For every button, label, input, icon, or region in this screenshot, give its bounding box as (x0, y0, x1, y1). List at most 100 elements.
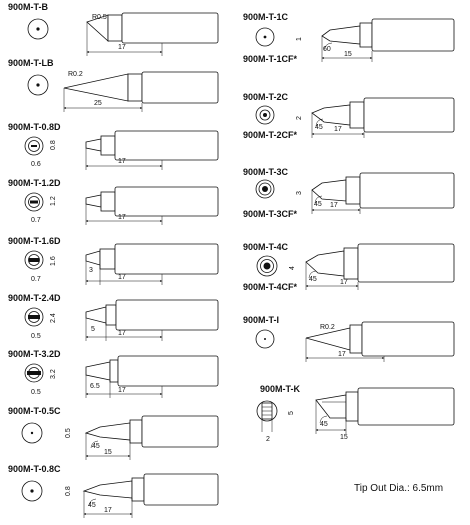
tip-900m-t-1c: 900M-T-1C 900M-T-1CF* 1 60 15 (243, 12, 455, 64)
tip-model-label: 900M-T-2.4D (8, 293, 61, 303)
tip-front-view (21, 422, 43, 444)
tip-front-view (256, 400, 278, 422)
dim-thickness: 0.8 (50, 140, 57, 150)
tip-front-view (255, 329, 275, 349)
dim-angle: 45 (92, 443, 100, 450)
dim-bevel-diameter: 1 (296, 37, 303, 41)
tip-900m-t-b: 900M-T-B R0.5 17 (8, 2, 219, 56)
tip-model-label: 900M-T-2C (243, 92, 289, 102)
tip-side-view (86, 12, 219, 44)
dim-length: 17 (118, 158, 126, 165)
dim-thickness: 1.2 (50, 196, 57, 206)
tip-front-view (255, 27, 275, 47)
tip-front-view (21, 480, 43, 502)
dim-length: 17 (338, 351, 346, 358)
tip-model-label: 900M-T-LB (8, 58, 54, 68)
dim-length: 17 (104, 507, 112, 514)
dim-flat-length: 5 (91, 326, 95, 333)
tip-model-label-cf: 900M-T-2CF* (243, 130, 298, 140)
dim-length: 17 (118, 330, 126, 337)
tip-model-label-cf: 900M-T-3CF* (243, 209, 298, 219)
dim-angle: 45 (88, 502, 96, 509)
tip-model-label: 900M-T-3.2D (8, 349, 61, 359)
tip-side-view (85, 130, 219, 161)
tip-model-label: 900M-T-1C (243, 12, 289, 22)
dim-bevel-diameter: 2 (296, 116, 303, 120)
tip-side-view (85, 186, 219, 217)
tip-900m-t-lb: 900M-T-LB R0.2 25 (8, 58, 219, 112)
dim-thickness: 3.2 (50, 369, 57, 379)
dim-flat-length: 3 (89, 267, 93, 274)
tip-900m-t-i: 900M-T-I R0.2 17 (243, 315, 455, 362)
tip-front-view (24, 192, 44, 212)
tip-side-view (311, 172, 455, 209)
tip-model-label: 900M-T-0.8C (8, 464, 61, 474)
dim-length: 17 (330, 202, 338, 209)
dim-length: 17 (118, 274, 126, 281)
tip-side-view (321, 18, 455, 52)
dim-thickness: 1.6 (50, 256, 57, 266)
tip-front-view (24, 363, 44, 383)
tip-model-label-cf: 900M-T-1CF* (243, 54, 298, 64)
tip-model-label: 900M-T-1.2D (8, 178, 61, 188)
dim-flat-length: 6.5 (90, 383, 100, 390)
dim-blade-width: 2 (266, 436, 270, 443)
dim-bevel-diameter: 0.5 (65, 428, 72, 438)
dim-blade-height: 5 (288, 411, 295, 415)
tip-900m-t-4c: 900M-T-4C 900M-T-4CF* 4 45 17 (243, 242, 455, 292)
dim-angle: 45 (314, 201, 322, 208)
dim-length: 17 (118, 214, 126, 221)
tip-front-view (24, 250, 44, 270)
tip-front-view (256, 255, 278, 277)
dim-width: 0.7 (31, 276, 41, 283)
tip-900m-t-0.5c: 900M-T-0.5C 0.5 45 15 (8, 406, 219, 460)
dim-radius: R0.2 (320, 324, 335, 331)
dim-angle: 45 (309, 276, 317, 283)
tip-side-view (85, 355, 219, 387)
dim-angle: 60 (323, 46, 331, 53)
dim-radius: R0.2 (68, 71, 83, 78)
tip-900m-t-1.2d: 900M-T-1.2D 1.2 0.7 17 (8, 178, 219, 225)
dim-length: 17 (118, 44, 126, 51)
tip-model-label: 900M-T-B (8, 2, 49, 12)
tip-side-view (63, 71, 219, 104)
tip-model-label: 900M-T-4C (243, 242, 289, 252)
tip-front-view (255, 179, 275, 199)
tip-model-label: 900M-T-0.5C (8, 406, 61, 416)
tip-side-view (85, 243, 219, 275)
tip-model-label: 900M-T-1.6D (8, 236, 61, 246)
tip-900m-t-k: 900M-T-K 2 5 45 15 (256, 384, 455, 443)
tip-900m-t-1.6d: 900M-T-1.6D 1.6 0.7 3 17 (8, 236, 219, 285)
dim-width: 0.5 (31, 389, 41, 396)
tip-side-view (311, 97, 455, 133)
dim-width: 0.6 (31, 161, 41, 168)
dim-length: 15 (340, 434, 348, 441)
tip-side-view (85, 299, 219, 331)
dim-bevel-diameter: 0.8 (65, 486, 72, 496)
dim-bevel-diameter: 3 (296, 191, 303, 195)
dim-bevel-diameter: 4 (289, 266, 296, 270)
dim-angle: 45 (315, 124, 323, 131)
dim-width: 0.5 (31, 333, 41, 340)
dim-length: 25 (94, 100, 102, 107)
tip-side-view (305, 321, 455, 357)
tip-front-view (255, 105, 275, 125)
tip-side-view (315, 387, 455, 426)
tip-front-view (27, 74, 49, 96)
dim-angle: 45 (320, 421, 328, 428)
tip-side-view (82, 473, 219, 506)
dim-width: 0.7 (31, 217, 41, 224)
tip-900m-t-0.8d: 900M-T-0.8D 0.8 0.6 17 (8, 122, 219, 170)
tip-900m-t-2c: 900M-T-2C 900M-T-2CF* 2 45 17 (243, 92, 455, 140)
tip-model-label-cf: 900M-T-4CF* (243, 282, 298, 292)
tip-model-label: 900M-T-I (243, 315, 279, 325)
tip-out-diameter-note: Tip Out Dia.: 6.5mm (354, 483, 443, 494)
dim-length: 17 (340, 279, 348, 286)
dim-length: 17 (334, 126, 342, 133)
dim-thickness: 2.4 (50, 313, 57, 323)
dim-length: 15 (344, 51, 352, 58)
tip-model-label: 900M-T-0.8D (8, 122, 61, 132)
tip-side-view (305, 243, 455, 283)
dim-radius: R0.5 (92, 14, 107, 21)
